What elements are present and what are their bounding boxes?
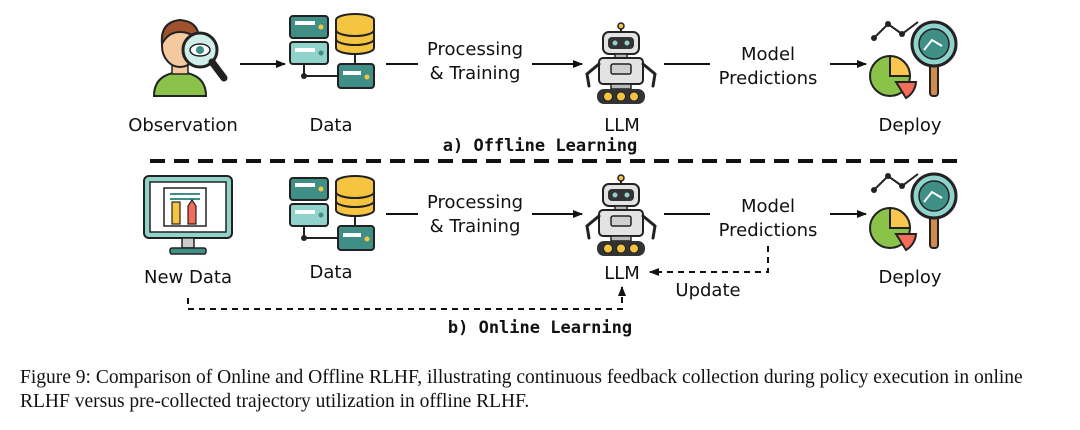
online-deploy-icon xyxy=(868,171,958,252)
update-label: Update xyxy=(675,280,740,301)
offline-section-title: a) Offline Learning xyxy=(443,136,637,156)
update-feedback-arrow xyxy=(649,246,769,276)
offline-predictions-line2: Predictions xyxy=(719,68,818,89)
offline-predictions-line1: Model xyxy=(741,44,795,65)
offline-data-label: Data xyxy=(310,115,353,136)
new-data-feedback-arrow xyxy=(187,286,626,310)
online-processing-line2: & Training xyxy=(430,216,521,237)
rlhf-comparison-diagram: Observation Data Processing & Training L… xyxy=(128,13,962,338)
online-deploy-label: Deploy xyxy=(878,267,941,288)
offline-robot-icon xyxy=(585,21,657,106)
online-section-title: b) Online Learning xyxy=(448,318,632,338)
observation-label: Observation xyxy=(128,115,238,136)
online-data-label: Data xyxy=(310,262,353,283)
online-llm-label: LLM xyxy=(604,263,640,284)
new-data-label: New Data xyxy=(144,267,232,288)
figure-caption: Figure 9: Comparison of Online and Offli… xyxy=(20,367,1023,412)
offline-deploy-label: Deploy xyxy=(878,115,941,136)
online-data-icon xyxy=(289,175,375,251)
offline-data-icon xyxy=(289,13,375,89)
offline-section: Observation Data Processing & Training L… xyxy=(128,13,958,156)
online-robot-icon xyxy=(585,173,657,258)
new-data-monitor-icon xyxy=(143,175,233,255)
online-predictions-line1: Model xyxy=(741,196,795,217)
observation-person-icon xyxy=(152,18,228,97)
offline-deploy-icon xyxy=(868,19,958,100)
offline-processing-line2: & Training xyxy=(430,63,521,84)
online-predictions-line2: Predictions xyxy=(719,220,818,241)
offline-processing-line1: Processing xyxy=(427,39,523,60)
offline-llm-label: LLM xyxy=(604,115,640,136)
online-section: New Data Data Processing & Training LLM … xyxy=(143,171,958,338)
online-processing-line1: Processing xyxy=(427,192,523,213)
